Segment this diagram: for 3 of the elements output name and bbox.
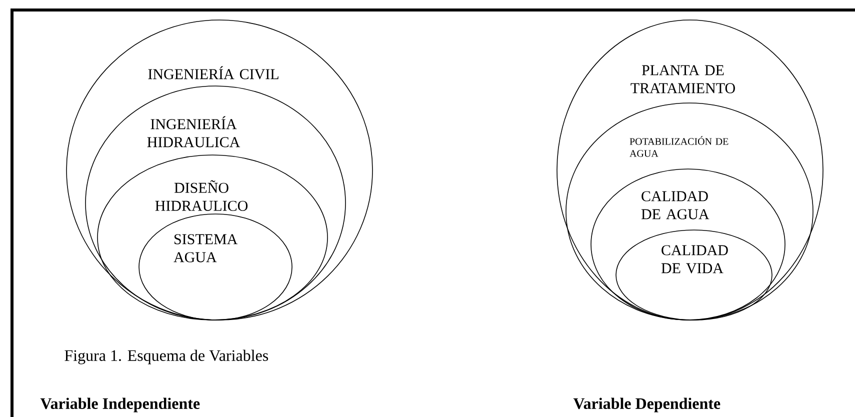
figure-caption: Figura 1. Esquema de Variables <box>64 350 268 364</box>
variable-label: Variable Independiente <box>40 398 200 412</box>
variable-label: Variable Dependiente <box>573 398 720 412</box>
